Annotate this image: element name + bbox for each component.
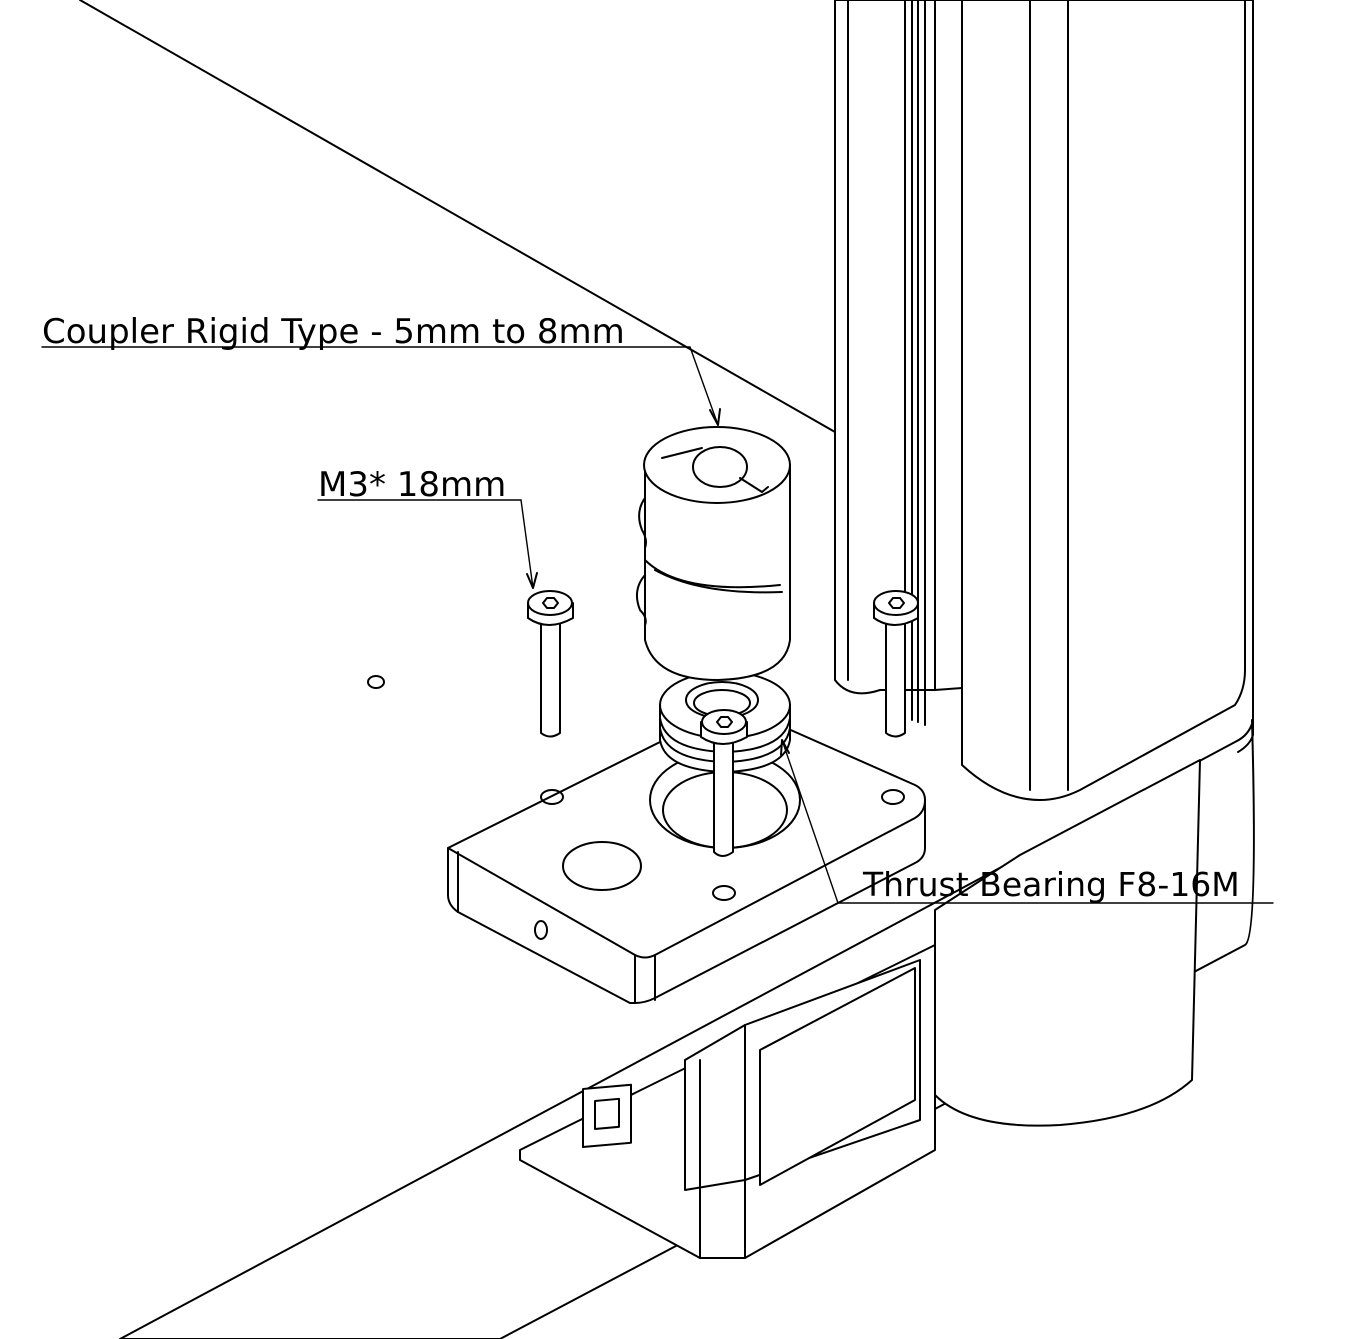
- plate-hole: [367, 675, 385, 689]
- stepper-motor: [519, 944, 936, 1259]
- callout-bearing-label: Thrust Bearing F8-16M: [862, 865, 1240, 904]
- callout-screw-label: M3* 18mm: [318, 465, 506, 505]
- aluminium-extrusion: [834, 0, 1246, 801]
- screw-right: [873, 590, 919, 738]
- rigid-coupler: [635, 426, 791, 681]
- callout-coupler-label: Coupler Rigid Type - 5mm to 8mm: [42, 312, 625, 352]
- callout-leaders: [41, 346, 1274, 904]
- screw-center: [700, 709, 748, 857]
- cylinder-housing: [934, 759, 1201, 1127]
- screw-left: [527, 590, 574, 738]
